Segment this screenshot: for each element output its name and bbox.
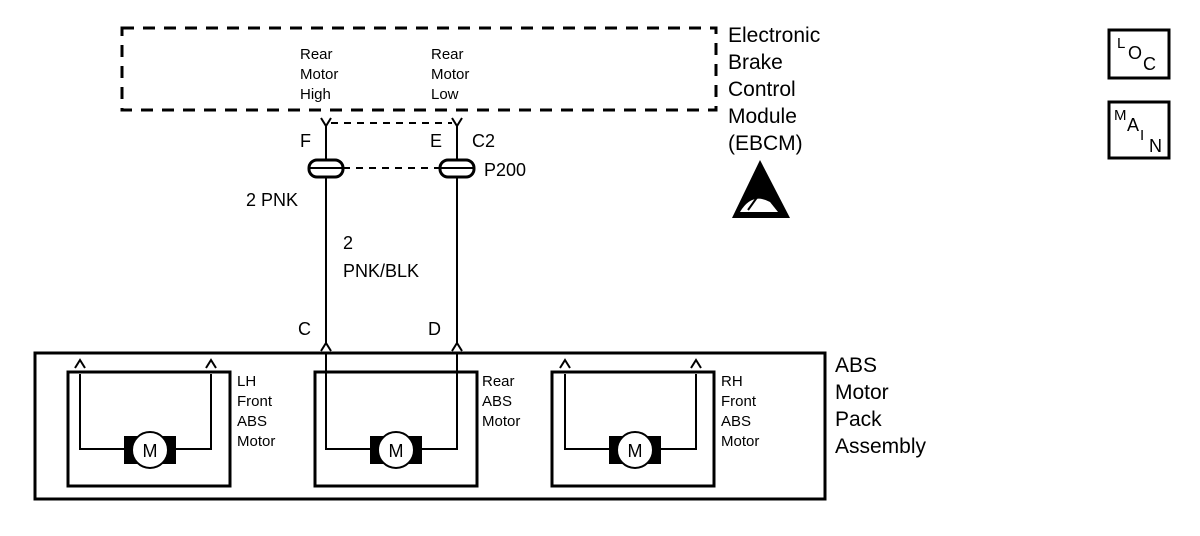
- pack-label-line: ABS: [835, 354, 877, 377]
- pin-label-line: Rear: [300, 46, 333, 63]
- motor-lead-right: [422, 353, 458, 450]
- motor-lead-left: [325, 353, 370, 450]
- main-icon-base: A: [1127, 115, 1139, 135]
- ebcm-terminals: F E C2: [300, 117, 495, 151]
- motor-symbol-letter: M: [143, 441, 158, 461]
- motor-label-line: LH: [237, 373, 256, 390]
- terminal-e-socket: [451, 117, 463, 128]
- terminal-c-label: C: [298, 319, 311, 339]
- motor-lead-left: [79, 374, 124, 450]
- main-icon-sub: I: [1140, 127, 1144, 144]
- motor-label-line: ABS: [237, 413, 267, 430]
- wire-pnk-label: 2 PNK: [246, 190, 298, 210]
- motor-lead-arrow: [559, 358, 571, 369]
- rh-front-abs-motor: M RH Front ABS Motor: [550, 358, 759, 488]
- wires: 2 PNK 2 PNK/BLK: [246, 126, 458, 344]
- motor-label-line: Motor: [237, 433, 275, 450]
- ebcm-label-line: Module: [728, 105, 797, 128]
- ebcm-module: Electronic Brake Control Module (EBCM) R…: [120, 24, 820, 155]
- loc-icon[interactable]: L O C: [1107, 28, 1171, 80]
- pack-label-line: Pack: [835, 408, 882, 431]
- motor-lead-arrow: [205, 358, 217, 369]
- terminal-d-label: D: [428, 319, 441, 339]
- motor-box: [550, 370, 716, 488]
- lh-front-abs-motor: M LH Front ABS Motor: [66, 358, 275, 488]
- pin-label-line: Motor: [431, 66, 469, 83]
- terminal-c-pin: [320, 341, 332, 352]
- terminal-d-pin: [451, 341, 463, 352]
- ebcm-label-line: Brake: [728, 51, 783, 74]
- motor-lead-right: [176, 374, 212, 450]
- rear-abs-motor: M Rear ABS Motor: [313, 353, 520, 488]
- motor-symbol: [131, 431, 169, 469]
- motor-symbol-letter: M: [389, 441, 404, 461]
- terminal-e-label: E: [430, 131, 442, 151]
- motor-box: [66, 370, 232, 488]
- pack-outline: [33, 351, 827, 501]
- main-icon[interactable]: M A I N: [1107, 100, 1171, 160]
- ebcm-label-line: (EBCM): [728, 132, 803, 155]
- motor-symbol: [616, 431, 654, 469]
- terminal-f-socket: [320, 117, 332, 128]
- ebcm-outline: [120, 26, 718, 112]
- pack-label-line: Motor: [835, 381, 889, 404]
- c2-connector-label: C2: [472, 131, 495, 151]
- wire-pnk-blk-gauge: 2: [343, 233, 353, 253]
- motor-label-line: Front: [721, 393, 757, 410]
- main-icon-sup: M: [1114, 107, 1127, 124]
- motor-label-line: Motor: [482, 413, 520, 430]
- motor-label-line: Rear: [482, 373, 515, 390]
- wire-pnk-blk-color: PNK/BLK: [343, 261, 419, 281]
- loc-icon-base: O: [1128, 43, 1142, 63]
- motor-label-line: Front: [237, 393, 273, 410]
- motor-lead-right: [661, 374, 697, 450]
- main-icon-sub2: N: [1149, 136, 1162, 156]
- p200-inline-connector: P200: [307, 158, 526, 180]
- motor-symbol: [377, 431, 415, 469]
- motor-label-line: ABS: [721, 413, 751, 430]
- motor-lead-left: [564, 374, 609, 450]
- loc-icon-sub: C: [1143, 54, 1156, 74]
- terminal-f-label: F: [300, 131, 311, 151]
- motor-label-line: Motor: [721, 433, 759, 450]
- pack-terminals: C D: [298, 319, 463, 352]
- motor-lead-arrow: [690, 358, 702, 369]
- pin-label-line: Low: [431, 86, 459, 103]
- pack-label-line: Assembly: [835, 435, 927, 458]
- motor-label-line: RH: [721, 373, 743, 390]
- abs-motor-pack: ABS Motor Pack Assembly: [33, 351, 927, 501]
- motor-lead-arrow: [74, 358, 86, 369]
- p200-label: P200: [484, 160, 526, 180]
- esd-sensitive-icon: [732, 160, 790, 218]
- pin-label-line: Rear: [431, 46, 464, 63]
- loc-icon-sup: L: [1117, 35, 1125, 52]
- motor-label-line: ABS: [482, 393, 512, 410]
- pin-label-line: High: [300, 86, 331, 103]
- pin-label-line: Motor: [300, 66, 338, 83]
- ebcm-label-line: Control: [728, 78, 796, 101]
- ebcm-label-line: Electronic: [728, 24, 820, 47]
- motor-box: [313, 370, 479, 488]
- motor-symbol-letter: M: [628, 441, 643, 461]
